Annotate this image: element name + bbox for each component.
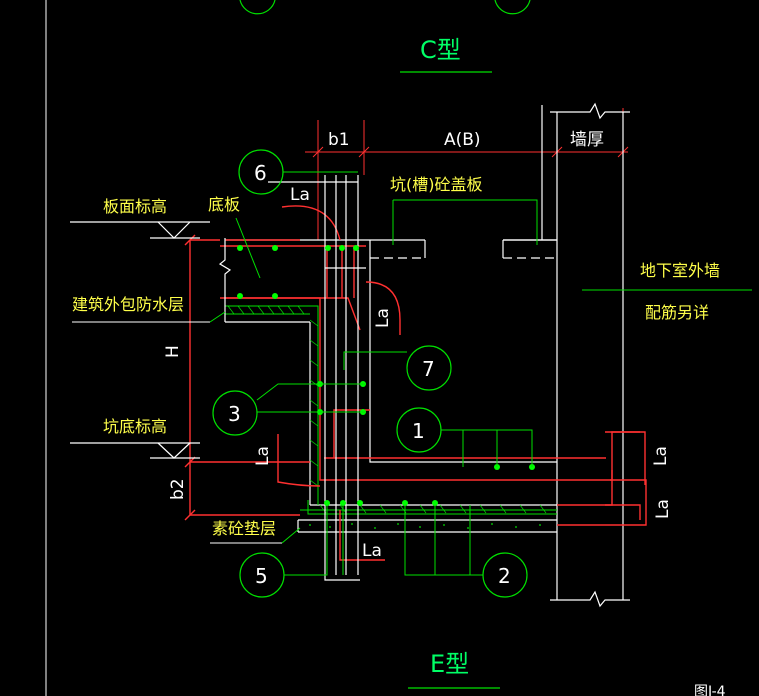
- partial-circle-left: [239, 0, 276, 15]
- la-label-3: La: [253, 446, 273, 466]
- callout-5-text: 5: [255, 564, 268, 588]
- dim-h: H: [163, 345, 183, 358]
- corner-mark: 图J-4: [694, 684, 726, 696]
- slab-top-elev-marker: [70, 221, 210, 239]
- callout-7: 7: [343, 345, 452, 391]
- bottom-plate-leader: [235, 217, 261, 279]
- dim-b2: b2: [168, 478, 188, 500]
- bottom-plate-label: 底板: [208, 195, 240, 214]
- dim-b1: b1: [328, 130, 350, 150]
- basement-wall-label-1: 地下室外墙: [640, 261, 720, 280]
- pit-cover-leader: [392, 199, 538, 245]
- plain-concrete-dots: [309, 523, 541, 529]
- plain-concrete-label: 素砼垫层: [212, 519, 276, 538]
- basement-wall-label-2: 配筋另详: [645, 303, 709, 322]
- rebars-white: [268, 175, 366, 581]
- callout-6-text: 6: [254, 161, 267, 185]
- title-c-type: C型: [420, 36, 461, 64]
- pit-bottom-elev-label: 坑底标高: [103, 417, 167, 436]
- slab-top-elev-label: 板面标高: [103, 197, 167, 216]
- callout-3: 3: [212, 383, 365, 436]
- waterproof-hatch: [227, 305, 547, 514]
- la-label-4: La: [651, 446, 671, 466]
- callout-7-text: 7: [422, 357, 435, 381]
- pit-bottom-elev-marker: [70, 442, 200, 459]
- callout-6: 6: [238, 149, 358, 195]
- la-label-1: La: [290, 185, 310, 205]
- cover-slab: [370, 239, 557, 259]
- waterproof-label: 建筑外包防水层: [72, 295, 184, 314]
- slab-break: [218, 238, 232, 322]
- callout-3-text: 3: [228, 402, 241, 426]
- callout-2: 2: [404, 505, 528, 598]
- rebar-dots: [237, 245, 535, 506]
- waterproof-layer: [224, 305, 557, 515]
- title-e-type: E型: [430, 650, 469, 678]
- callout-2-text: 2: [498, 564, 511, 588]
- la-label-2: La: [373, 308, 393, 328]
- callout-1-text: 1: [412, 419, 425, 443]
- basement-wall: [541, 102, 630, 608]
- dim-ab: A(B): [444, 130, 481, 150]
- plain-concrete-leader: [281, 527, 301, 544]
- la-label-5: La: [653, 499, 673, 519]
- dim-wall: 墙厚: [570, 130, 604, 150]
- waterproof-leader: [209, 311, 226, 323]
- pit-cover-label: 坑(槽)砼盖板: [390, 175, 483, 194]
- dimension-top: [305, 108, 629, 240]
- rebars-red: [184, 205, 647, 561]
- partial-circle-right: [494, 0, 531, 15]
- la-label-6: La: [362, 541, 382, 561]
- callout-1: 1: [396, 407, 533, 467]
- callout-5: 5: [239, 505, 344, 598]
